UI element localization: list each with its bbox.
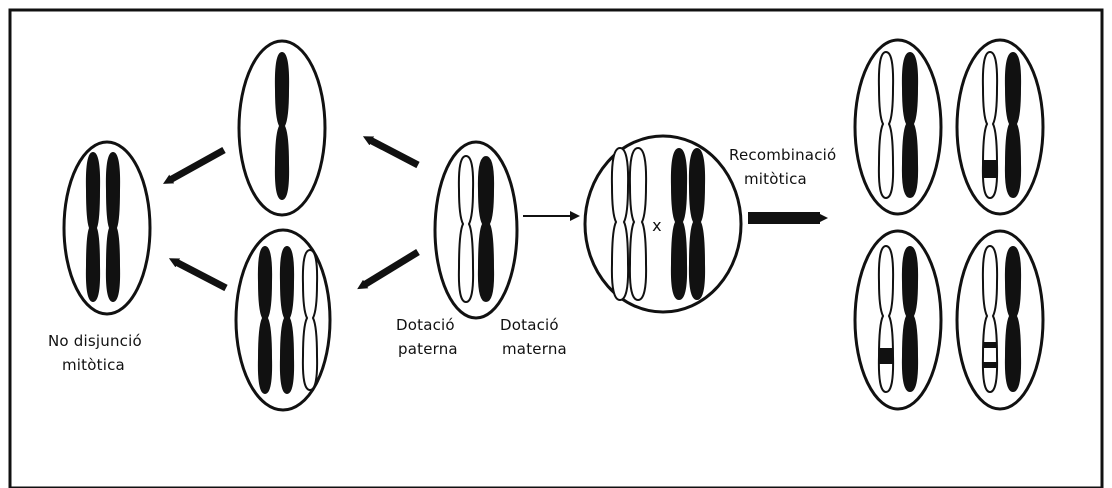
label-dotacio-paterna-line2: paterna xyxy=(398,340,458,358)
label-dotacio-materna-line2: materna xyxy=(502,340,567,358)
label-recombinacio-line2: mitòtica xyxy=(744,170,807,188)
arrow-parent-to-three xyxy=(364,252,418,285)
cell-recomb-bottom-right xyxy=(957,231,1043,409)
label-recombinacio-line1: Recombinació xyxy=(729,146,836,164)
arrow-three-to-result xyxy=(176,262,226,288)
cell-recomb-top-left xyxy=(855,40,941,214)
cell-three-chromosomes xyxy=(236,230,330,410)
arrow-single-to-result xyxy=(170,150,224,180)
arrow-parent-to-single xyxy=(370,140,418,165)
cell-single-chromosome xyxy=(239,41,325,215)
crossover-mark: x xyxy=(652,216,662,235)
label-no-disjuncio-line2: mitòtica xyxy=(62,356,125,374)
label-no-disjuncio-line1: No disjunció xyxy=(48,332,142,350)
label-dotacio-materna-line1: Dotació xyxy=(500,316,559,334)
diagram-frame xyxy=(10,10,1102,488)
cell-parent xyxy=(435,142,517,318)
label-dotacio-paterna-line1: Dotació xyxy=(396,316,455,334)
cell-recomb-top-right xyxy=(957,40,1043,214)
cell-recomb-bottom-left xyxy=(855,231,941,409)
cell-replicated-crossing: x xyxy=(585,136,741,312)
cell-nondisjunction-result xyxy=(64,142,150,314)
